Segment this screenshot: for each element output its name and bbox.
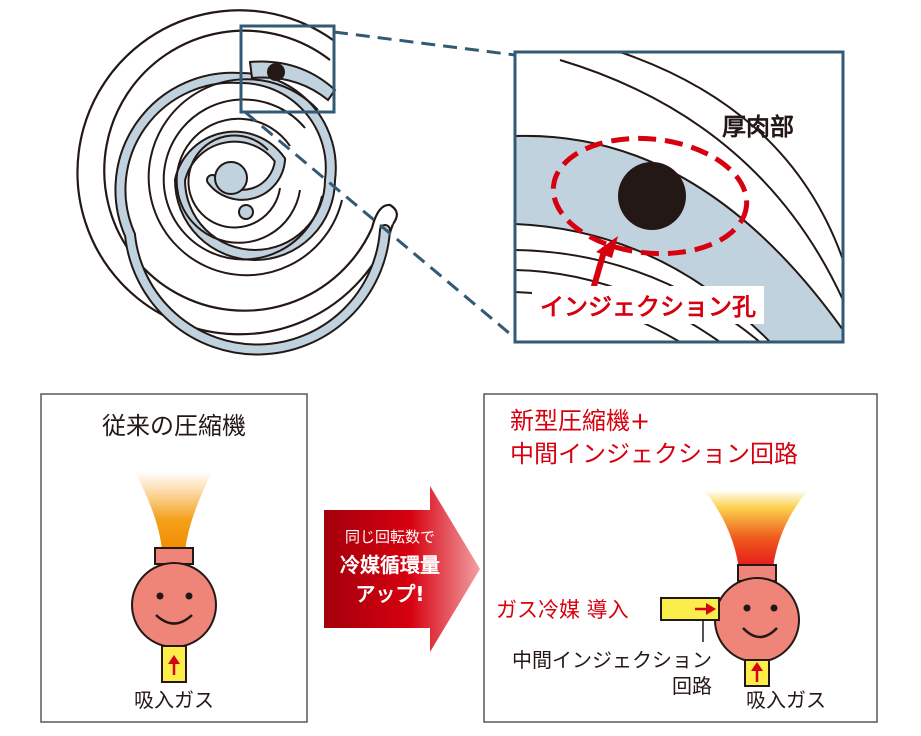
zoom-connector-bottom	[244, 110, 516, 340]
new-compressor-face	[714, 564, 800, 663]
zoom-connector-top	[333, 30, 516, 57]
conventional-intake-label: 吸入ガス	[134, 688, 214, 712]
up-label: アップ!	[355, 582, 424, 606]
increase-arrow: 同じ回転数で 冷媒循環量 アップ!	[324, 486, 480, 652]
thick-part-label: 厚肉部	[722, 113, 794, 141]
injection-pipe	[660, 597, 720, 621]
injection-hole	[618, 162, 686, 230]
injection-circuit-label-line2: 回路	[672, 674, 712, 698]
new-model-title-line2: 中間インジェクション回路	[510, 440, 798, 468]
conventional-title: 従来の圧縮機	[102, 412, 246, 440]
zoom-panel: 厚肉部 インジェクション孔	[513, 50, 845, 344]
injection-label-bg	[532, 286, 764, 324]
new-intake-label: 吸入ガス	[746, 688, 826, 712]
gas-refrigerant-label: ガス冷媒 導入	[496, 598, 629, 622]
new-discharge-flame	[704, 490, 808, 578]
new-model-title-line1: 新型圧縮機+	[510, 407, 650, 435]
same-rpm-label: 同じ回転数で	[345, 528, 435, 546]
refrigerant-flow-label: 冷媒循環量	[340, 553, 440, 577]
injection-port-label: インジェクション孔	[540, 293, 756, 321]
conventional-panel: 従来の圧縮機 吸入ガス	[40, 393, 308, 723]
discharge-flame	[135, 472, 212, 552]
injection-circuit-label-line1: 中間インジェクション	[512, 648, 712, 672]
scroll-illustration	[76, 9, 398, 356]
new-model-panel: 新型圧縮機+ 中間インジェクション回路 ガス冷媒 導入 中間インジェクション 回…	[483, 393, 878, 723]
thick-part-highlight	[550, 135, 750, 257]
